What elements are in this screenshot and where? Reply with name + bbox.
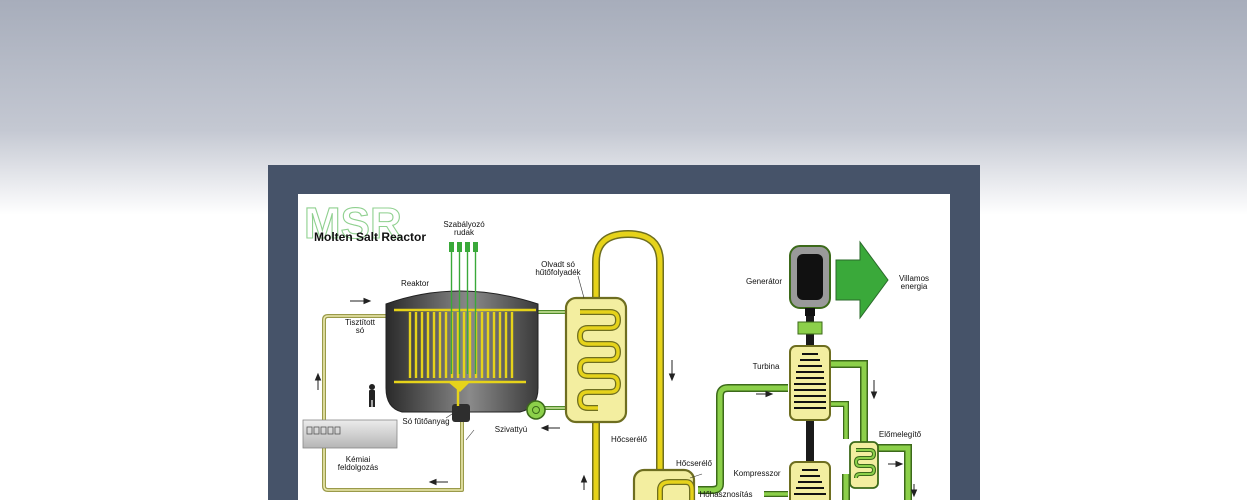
control-rods-label-line2: rudak: [454, 228, 475, 237]
leader-lines: [445, 275, 703, 479]
heat-exchanger-1-label: Hőcserélő: [611, 435, 648, 444]
msr-diagram: MSR Molten Salt Reactor: [298, 194, 950, 500]
coolant-label-line2: hűtőfolyadék: [535, 268, 581, 277]
preheater-label: Előmelegítő: [879, 430, 922, 439]
pump: [526, 400, 546, 420]
fuel-drain: [452, 404, 470, 422]
fuel-salt-loop: [322, 314, 464, 492]
generator: [789, 245, 831, 316]
labels: Szabályozó rudak Reaktor Olvadt só hűtőf…: [338, 220, 929, 499]
chemical-processing-unit: [302, 419, 398, 449]
chemical-processing-label-line2: feldolgozás: [338, 463, 378, 472]
msr-logo: MSR: [304, 199, 402, 248]
coolant-label-line1: Olvadt só: [541, 260, 575, 269]
electric-power-label-line2: energia: [901, 282, 928, 291]
reactor-vessel: [385, 290, 539, 422]
fuel-salt-label: Só fűtőanyag: [402, 417, 449, 426]
chemical-processing-label-line1: Kémiai: [346, 455, 371, 464]
reactor-label: Reaktor: [401, 279, 429, 288]
generator-label: Generátor: [746, 277, 782, 286]
heat-recovery-label: Hőhasznosítás: [700, 490, 753, 499]
coolant-loop-pipe: [592, 229, 664, 500]
turbine-label: Turbina: [753, 362, 780, 371]
heat-exchanger-1: [564, 296, 628, 424]
diagram-title: Molten Salt Reactor: [314, 230, 426, 244]
preheater: [849, 441, 879, 489]
heat-exchanger-2: [632, 468, 696, 500]
pump-label: Szivattyú: [495, 425, 527, 434]
compressor-label: Kompresszor: [733, 469, 780, 478]
electric-power-arrow: [835, 240, 889, 320]
flow-arrows: [314, 297, 918, 498]
purified-salt-label-line1: Tisztított: [345, 318, 376, 327]
heat-exchanger-2-label: Hőcserélő: [676, 459, 713, 468]
turbine: [789, 345, 831, 421]
compressor: [789, 461, 831, 500]
control-rods: [449, 242, 478, 374]
electric-power-label-line1: Villamos: [899, 274, 929, 283]
purified-salt-label-line2: só: [356, 326, 365, 335]
person-silhouette: [369, 384, 375, 407]
gas-loop-pipe: [698, 360, 912, 500]
control-rods-label-line1: Szabályozó: [443, 220, 485, 229]
